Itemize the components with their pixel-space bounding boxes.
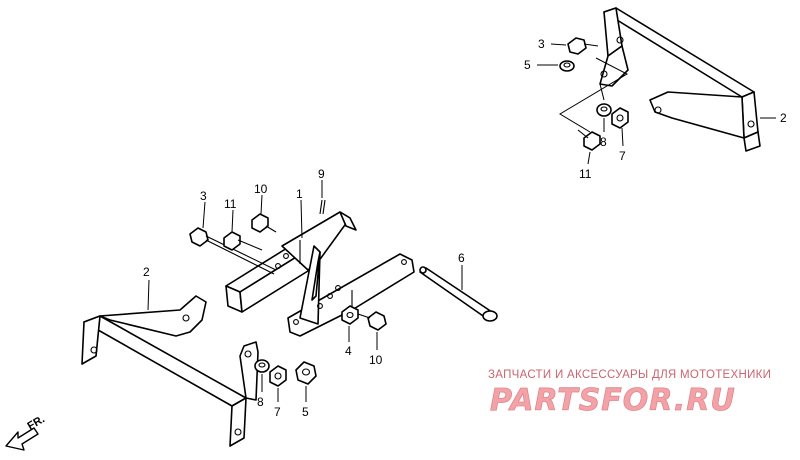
bolt-10-bottom bbox=[357, 311, 387, 331]
alignment-lines-right bbox=[559, 57, 629, 133]
callout-10-top: 10 bbox=[254, 182, 268, 196]
bolt-3-right bbox=[567, 37, 599, 55]
callout-3-left: 3 bbox=[200, 189, 207, 203]
washer-8-left bbox=[254, 359, 270, 373]
watermark-logo: PARTSFOR.RU bbox=[490, 383, 736, 418]
callout-numbers: 1 9 2 3 11 10 4 10 6 8 7 5 3 5 8 7 11 2 bbox=[143, 37, 787, 419]
bracket-left bbox=[81, 295, 259, 447]
nut-7-right bbox=[611, 107, 629, 129]
watermark: ЗАПЧАСТИ И АКСЕССУАРЫ ДЛЯ МОТОТЕХНИКИ PA… bbox=[488, 369, 771, 418]
callout-11-right: 11 bbox=[579, 167, 592, 181]
nut-7-left bbox=[269, 365, 287, 387]
callout-7-right: 7 bbox=[619, 149, 626, 163]
front-direction-label: FR. bbox=[26, 413, 47, 432]
callout-2-left: 2 bbox=[143, 265, 150, 279]
callout-9: 9 bbox=[318, 167, 325, 181]
callout-8-left: 8 bbox=[257, 395, 264, 409]
callout-6: 6 bbox=[458, 251, 465, 265]
callout-3-right: 3 bbox=[538, 37, 545, 51]
callout-5-left: 5 bbox=[302, 405, 309, 419]
fasteners-right bbox=[559, 37, 629, 151]
bolt-11-left bbox=[223, 231, 263, 251]
pin-part-9 bbox=[319, 199, 326, 215]
callout-2-right: 2 bbox=[780, 111, 787, 125]
washer-5-right bbox=[559, 60, 575, 72]
callout-4: 4 bbox=[345, 344, 352, 358]
bolt-10-top bbox=[251, 213, 277, 233]
fasteners-left bbox=[189, 213, 387, 387]
watermark-tagline: ЗАПЧАСТИ И АКСЕССУАРЫ ДЛЯ МОТОТЕХНИКИ bbox=[488, 369, 771, 381]
washer-8-right bbox=[596, 103, 612, 117]
callout-1: 1 bbox=[296, 187, 303, 201]
leader-lines bbox=[147, 43, 776, 402]
bolt-11-right bbox=[577, 129, 601, 151]
front-direction-indicator: FR. bbox=[5, 413, 47, 451]
callout-5-right: 5 bbox=[524, 58, 531, 72]
callout-8-right: 8 bbox=[600, 135, 607, 149]
nut-4 bbox=[341, 305, 359, 325]
nut-5-left bbox=[295, 361, 317, 385]
front-arrow-icon bbox=[5, 427, 39, 451]
rod-part-6 bbox=[419, 266, 498, 322]
callout-7-left: 7 bbox=[274, 405, 281, 419]
callout-10-bottom: 10 bbox=[369, 353, 383, 367]
callout-11-left: 11 bbox=[224, 197, 237, 211]
bolt-3-left bbox=[189, 227, 277, 275]
bracket-right bbox=[599, 7, 761, 152]
main-frame-part-1 bbox=[225, 211, 415, 337]
